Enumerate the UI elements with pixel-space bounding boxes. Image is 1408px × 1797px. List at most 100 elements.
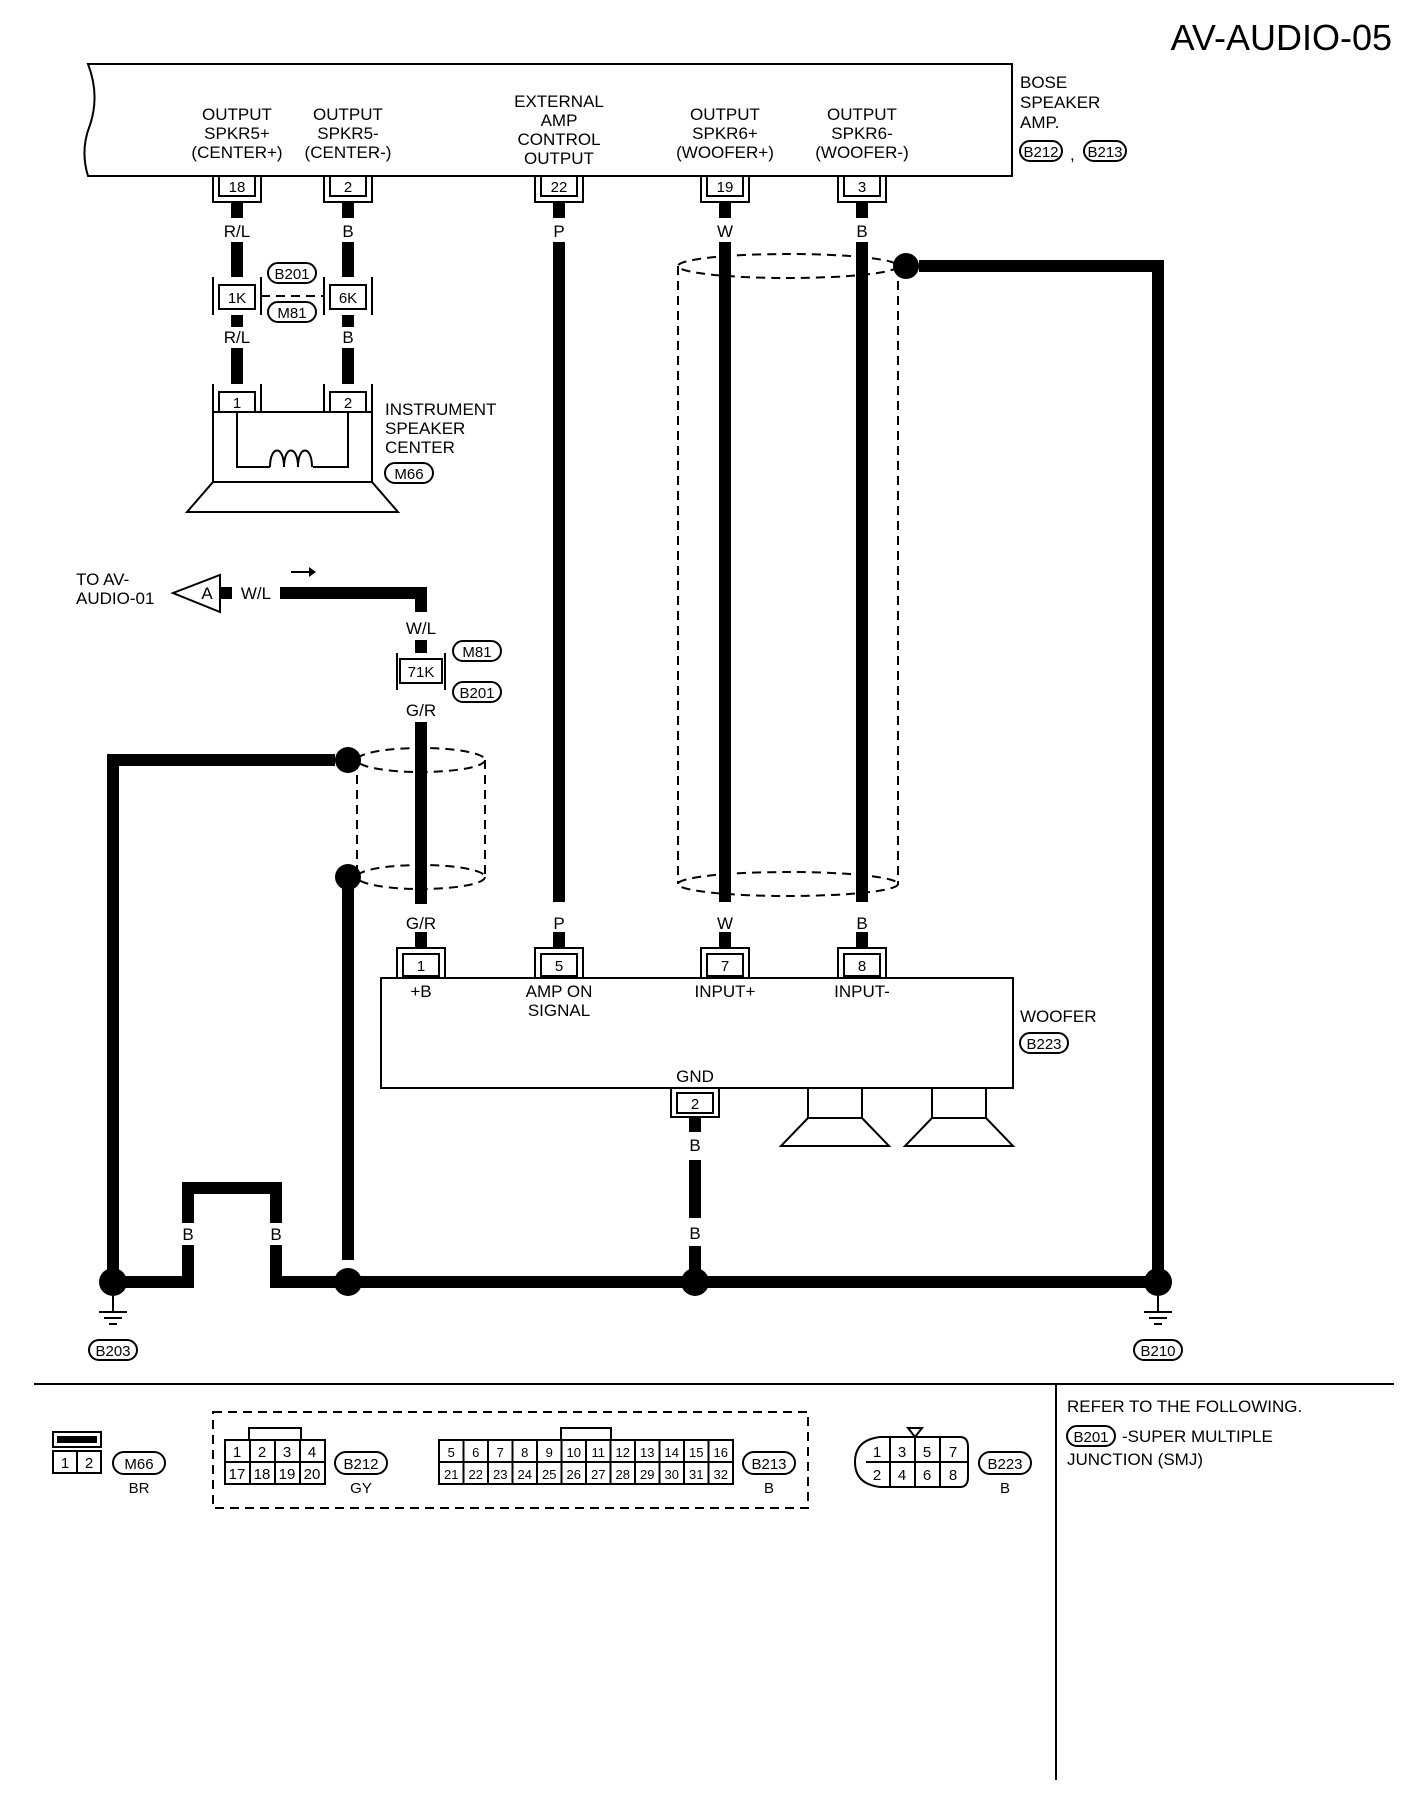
terminal-pin — [540, 953, 578, 977]
terminal-pin-number: 1 — [417, 958, 425, 975]
instrument-speaker-center: 1 2 INSTRUMENT SPEAKER CENTER M66 — [184, 384, 496, 513]
bose-terminal-label: AMP — [541, 111, 578, 130]
bose-amp-connector-separator: , — [1070, 145, 1075, 164]
wire-color-label: G/R — [406, 701, 436, 720]
center-speaker-wires: R/L B 1K 6K B201 M81 R/L B — [212, 202, 373, 384]
cavity-number: 6 — [472, 1445, 479, 1460]
bose-amp-outline — [83, 63, 1013, 177]
wire-color-label: W/L — [241, 584, 271, 603]
instrument-speaker-name: INSTRUMENT — [385, 400, 496, 419]
wire-color-label: B — [270, 1225, 281, 1244]
cavity-number: 3 — [898, 1444, 906, 1461]
cavity-number: 8 — [521, 1445, 528, 1460]
cavity-number: 7 — [949, 1444, 957, 1461]
cavity-number: 10 — [567, 1445, 581, 1460]
cavity-number: 14 — [665, 1445, 679, 1460]
smj-connector: B201 — [459, 685, 494, 702]
bose-terminal-label: (CENTER+) — [191, 143, 282, 162]
bose-amp-connector-2: B213 — [1087, 144, 1122, 161]
wire-color-label: B — [856, 222, 867, 241]
reference-heading: REFER TO THE FOLLOWING. — [1067, 1397, 1302, 1416]
page-title: AV-AUDIO-05 — [1171, 17, 1392, 58]
wire-color-label: B — [182, 1225, 193, 1244]
connector-view-id: B212 — [343, 1456, 378, 1473]
smj-pin-label: 6K — [339, 290, 357, 307]
bose-terminal-label: OUTPUT — [690, 105, 760, 124]
smj-pin-label: 71K — [408, 664, 435, 681]
connector-view-b223: 1 3 5 7 2 4 6 8 B223 B — [853, 1427, 1032, 1497]
smj-connector: M81 — [277, 305, 306, 322]
cavity-number: 15 — [689, 1445, 703, 1460]
shield-drain-junction — [335, 747, 361, 773]
b212-b213-group-outline — [212, 1411, 809, 1509]
ground-junction — [99, 1268, 127, 1296]
terminal-pin — [706, 175, 744, 197]
connector-view-id: B213 — [751, 1456, 786, 1473]
smj-pin-1k — [218, 284, 256, 310]
bose-speaker-amp: BOSE SPEAKER AMP. B212 , B213 OUTPUT SPK… — [83, 63, 1127, 177]
bose-terminal-label: EXTERNAL — [514, 92, 604, 111]
connector-tag-b212 — [1019, 140, 1063, 162]
cavity-number: 3 — [283, 1444, 291, 1461]
terminal-pin-number: 2 — [344, 395, 352, 412]
bose-terminal-label: SPKR6+ — [692, 124, 758, 143]
wire-color-label: P — [553, 914, 564, 933]
terminal-pin-number: 18 — [229, 179, 246, 196]
bose-terminal-label: (WOOFER+) — [676, 143, 774, 162]
terminal-pin — [676, 1092, 714, 1114]
woofer-terminal-label: SIGNAL — [528, 1001, 590, 1020]
smj-connector: B201 — [274, 266, 309, 283]
wire-color-label: W/L — [406, 619, 436, 638]
to-av-audio-01: TO AV- AUDIO-01 A W/L W/L 71K M81 B201 G… — [76, 567, 502, 904]
terminal-pin — [843, 175, 881, 197]
bose-terminal-label: CONTROL — [517, 130, 600, 149]
connector-tag-m81 — [267, 301, 317, 323]
to-ref-text: AUDIO-01 — [76, 589, 154, 608]
cavity-number: 5 — [448, 1445, 455, 1460]
terminal-pin-number: 19 — [717, 179, 734, 196]
cavity-number: 7 — [497, 1445, 504, 1460]
cavity-number: 29 — [640, 1467, 654, 1482]
ground-icon — [1144, 1296, 1172, 1325]
bose-amp-connector-1: B212 — [1023, 144, 1058, 161]
wire-color-label: R/L — [224, 222, 250, 241]
terminal-pin — [706, 953, 744, 977]
shield-woofer-lines — [677, 253, 1164, 1270]
terminal-pin — [402, 953, 440, 977]
cavity-number: 25 — [542, 1467, 556, 1482]
cavity-number: 21 — [444, 1467, 458, 1482]
cavity-number: 11 — [592, 1445, 606, 1460]
bose-terminal-label: OUTPUT — [827, 105, 897, 124]
wire-color-label: B — [689, 1224, 700, 1243]
speaker-coil-icon — [269, 449, 313, 468]
connector-tag-b201 — [267, 262, 317, 284]
wire-color-label: B — [689, 1136, 700, 1155]
cavity-number: 24 — [518, 1467, 532, 1482]
woofer-terminal-label: +B — [410, 982, 431, 1001]
cavity-number: 17 — [229, 1466, 246, 1483]
instrument-speaker-name: CENTER — [385, 438, 455, 457]
ground-icon — [99, 1296, 127, 1325]
cavity-number: 13 — [640, 1445, 654, 1460]
cavity-number: 8 — [949, 1467, 957, 1484]
cavity-number: 19 — [279, 1466, 296, 1483]
cavity-number: 27 — [591, 1467, 605, 1482]
terminal-pin-number: 3 — [858, 179, 866, 196]
connector-tag-m81 — [452, 640, 502, 662]
wire-color-label: P — [553, 222, 564, 241]
cavity-number: 2 — [85, 1455, 93, 1472]
bose-terminal-label: SPKR5+ — [204, 124, 270, 143]
smj-connector: M81 — [462, 644, 491, 661]
woofer-speaker-icon — [902, 1117, 1016, 1147]
terminal-pin — [329, 175, 367, 197]
terminal-pin-number: 5 — [555, 958, 563, 975]
connector-view-color: BR — [129, 1480, 150, 1497]
woofer-terminal-label: INPUT+ — [695, 982, 756, 1001]
wire-color-label: B — [856, 914, 867, 933]
terminal-pin-number: 2 — [344, 179, 352, 196]
reference-line: -SUPER MULTIPLE — [1122, 1427, 1273, 1446]
ground-id: B210 — [1140, 1343, 1175, 1360]
connector-view-color: GY — [350, 1480, 372, 1497]
cavity-number: 28 — [616, 1467, 630, 1482]
cavity-number: 6 — [923, 1467, 931, 1484]
